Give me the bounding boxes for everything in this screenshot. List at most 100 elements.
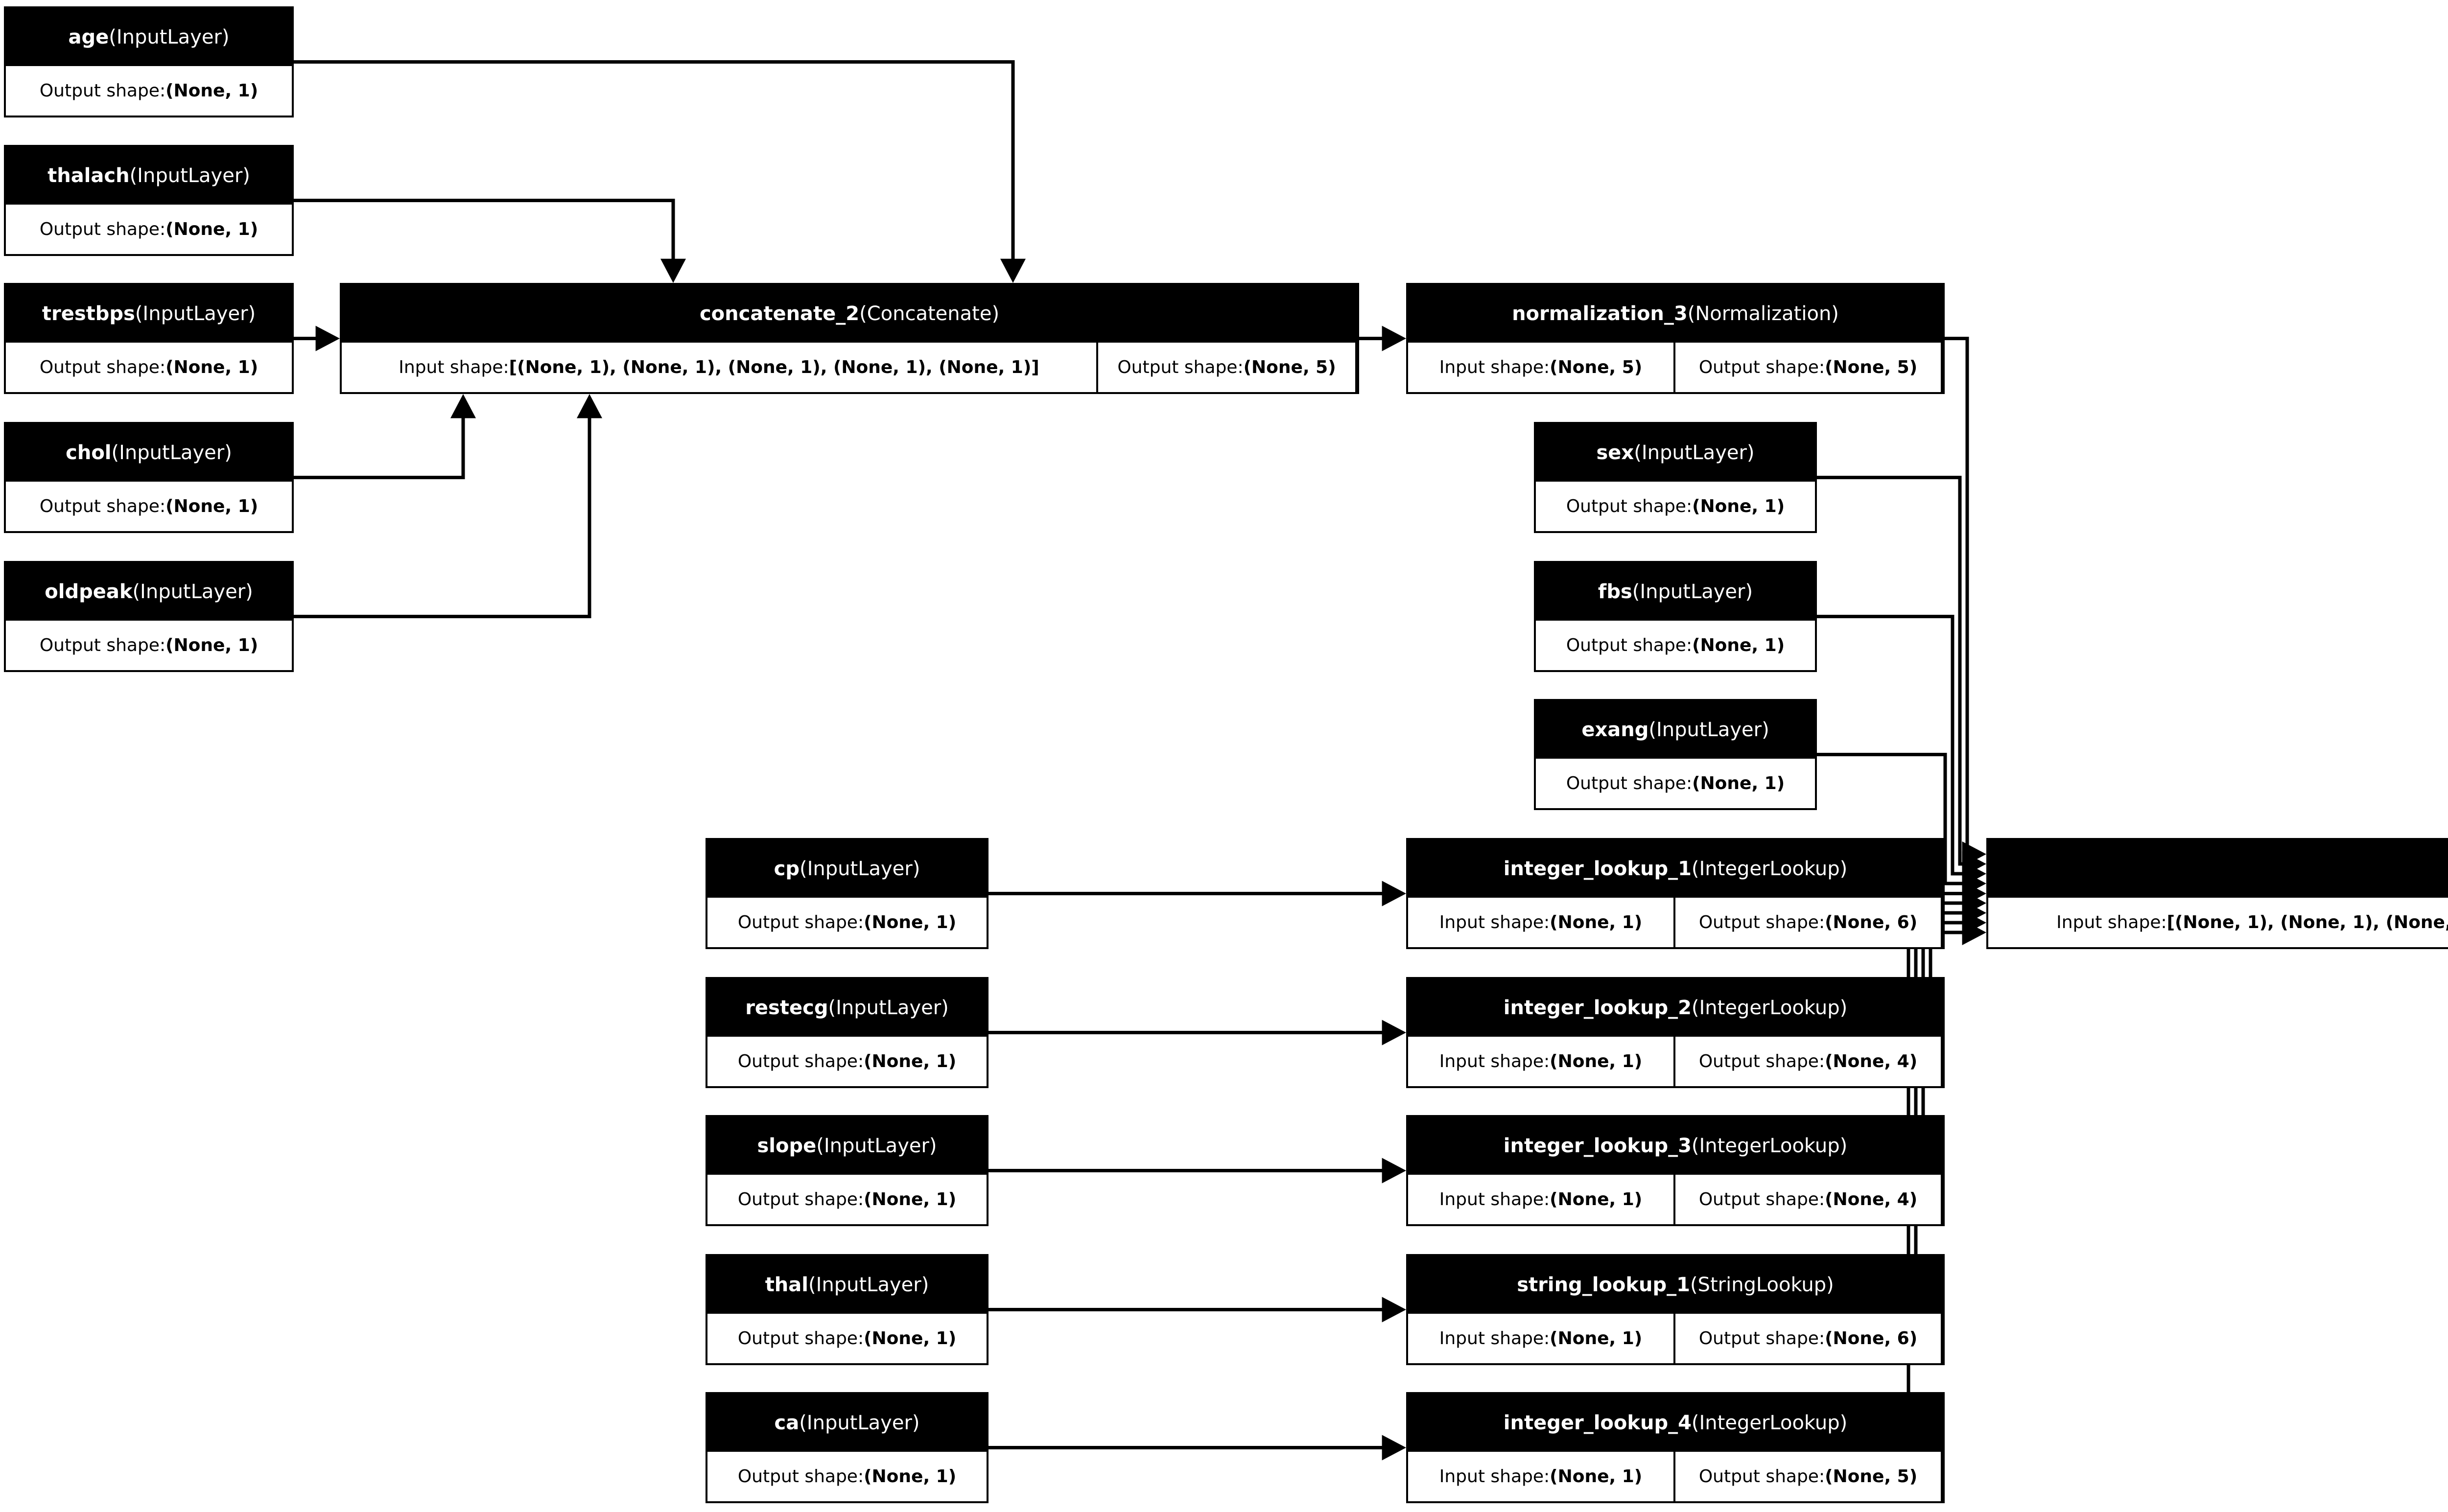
input-shape-cell-integer_lookup_3: Input shape:(None, 1) bbox=[1408, 1175, 1673, 1224]
output-shape-label: Output shape: bbox=[1698, 1051, 1825, 1071]
layer-shape-row-thal: Output shape:(None, 1) bbox=[707, 1314, 987, 1363]
input-shape-cell-string_lookup_1: Input shape:(None, 1) bbox=[1408, 1314, 1673, 1363]
layer-name: concatenate_2 bbox=[699, 302, 860, 325]
output-shape-cell-thal: Output shape:(None, 1) bbox=[707, 1314, 987, 1363]
edge-arrowhead bbox=[1962, 920, 1986, 945]
layer-node-thalach[interactable]: thalach(InputLayer)Output shape:(None, 1… bbox=[4, 145, 294, 256]
layer-title-oldpeak: oldpeak(InputLayer) bbox=[6, 563, 292, 621]
layer-shape-row-thalach: Output shape:(None, 1) bbox=[6, 205, 292, 254]
layer-title-concatenate_3: concatenate_3(Concatenate) bbox=[1988, 840, 2448, 898]
layer-node-ca[interactable]: ca(InputLayer)Output shape:(None, 1) bbox=[706, 1392, 989, 1503]
edge-sex-to-concatenate_3 bbox=[1817, 476, 1986, 877]
output-shape-cell-thalach: Output shape:(None, 1) bbox=[6, 205, 292, 254]
layer-name: chol bbox=[66, 442, 112, 464]
output-shape-value: (None, 5) bbox=[1243, 357, 1336, 377]
edge-concatenate_2-to-normalization_3 bbox=[1359, 326, 1406, 351]
output-shape-cell-integer_lookup_3: Output shape:(None, 4) bbox=[1675, 1175, 1941, 1224]
output-shape-value: (None, 1) bbox=[1692, 496, 1785, 516]
layer-shape-row-integer_lookup_4: Input shape:(None, 1)Output shape:(None,… bbox=[1408, 1452, 1943, 1501]
layer-name: trestbps bbox=[42, 302, 135, 325]
layer-name: exang bbox=[1581, 719, 1649, 741]
layer-name: thalach bbox=[47, 164, 130, 187]
layer-node-slope[interactable]: slope(InputLayer)Output shape:(None, 1) bbox=[706, 1115, 989, 1226]
layer-shape-row-normalization_3: Input shape:(None, 5)Output shape:(None,… bbox=[1408, 343, 1943, 392]
layer-class: (IntegerLookup) bbox=[1691, 858, 1848, 880]
layer-node-concatenate_2[interactable]: concatenate_2(Concatenate)Input shape:[(… bbox=[340, 283, 1359, 394]
layer-name: thal bbox=[765, 1274, 808, 1296]
layer-node-normalization_3[interactable]: normalization_3(Normalization)Input shap… bbox=[1406, 283, 1945, 394]
layer-node-fbs[interactable]: fbs(InputLayer)Output shape:(None, 1) bbox=[1534, 561, 1817, 672]
output-shape-label: Output shape: bbox=[737, 912, 864, 932]
edge-line bbox=[1945, 337, 1970, 856]
output-shape-cell-exang: Output shape:(None, 1) bbox=[1536, 759, 1815, 808]
edge-line bbox=[294, 418, 465, 479]
input-shape-label: Input shape: bbox=[1439, 1466, 1550, 1487]
edge-line bbox=[1817, 615, 1970, 876]
output-shape-label: Output shape: bbox=[1117, 357, 1244, 377]
layer-shape-row-integer_lookup_1: Input shape:(None, 1)Output shape:(None,… bbox=[1408, 898, 1943, 947]
edge-arrowhead bbox=[1962, 851, 1986, 877]
layer-title-thal: thal(InputLayer) bbox=[707, 1256, 987, 1314]
edge-arrowhead bbox=[1962, 871, 1986, 896]
layer-name: integer_lookup_4 bbox=[1503, 1412, 1692, 1434]
layer-node-exang[interactable]: exang(InputLayer)Output shape:(None, 1) bbox=[1534, 699, 1817, 810]
layer-class: (InputLayer) bbox=[799, 1412, 920, 1434]
layer-name: normalization_3 bbox=[1512, 302, 1688, 325]
layer-name: oldpeak bbox=[45, 581, 133, 603]
input-shape-value: (None, 5) bbox=[1550, 357, 1643, 377]
output-shape-value: (None, 1) bbox=[1692, 773, 1785, 793]
layer-title-exang: exang(InputLayer) bbox=[1536, 701, 1815, 759]
layer-title-integer_lookup_4: integer_lookup_4(IntegerLookup) bbox=[1408, 1394, 1943, 1452]
edge-arrowhead bbox=[1382, 881, 1406, 907]
layer-name: cp bbox=[774, 858, 800, 880]
layer-name: string_lookup_1 bbox=[1517, 1274, 1690, 1296]
layer-shape-row-integer_lookup_3: Input shape:(None, 1)Output shape:(None,… bbox=[1408, 1175, 1943, 1224]
output-shape-cell-restecg: Output shape:(None, 1) bbox=[707, 1037, 987, 1086]
layer-node-integer_lookup_4[interactable]: integer_lookup_4(IntegerLookup)Input sha… bbox=[1406, 1392, 1945, 1503]
layer-node-trestbps[interactable]: trestbps(InputLayer)Output shape:(None, … bbox=[4, 283, 294, 394]
edge-arrowhead bbox=[1962, 861, 1986, 886]
layer-node-integer_lookup_3[interactable]: integer_lookup_3(IntegerLookup)Input sha… bbox=[1406, 1115, 1945, 1226]
edge-arrowhead bbox=[1382, 1435, 1406, 1461]
layer-node-string_lookup_1[interactable]: string_lookup_1(StringLookup)Input shape… bbox=[1406, 1254, 1945, 1365]
output-shape-value: (None, 1) bbox=[864, 1189, 957, 1210]
layer-class: (InputLayer) bbox=[1632, 581, 1753, 603]
layer-shape-row-integer_lookup_2: Input shape:(None, 1)Output shape:(None,… bbox=[1408, 1037, 1943, 1086]
input-shape-value: (None, 1) bbox=[1550, 1189, 1643, 1210]
layer-node-chol[interactable]: chol(InputLayer)Output shape:(None, 1) bbox=[4, 422, 294, 533]
output-shape-value: (None, 1) bbox=[165, 81, 259, 101]
edge-string_lookup_1-to-concatenate_3 bbox=[1914, 910, 1986, 1311]
layer-title-cp: cp(InputLayer) bbox=[707, 840, 987, 898]
edge-arrowhead bbox=[1000, 258, 1026, 283]
output-shape-value: (None, 4) bbox=[1825, 1189, 1918, 1210]
edge-restecg-to-integer_lookup_2 bbox=[989, 1020, 1406, 1046]
layer-node-cp[interactable]: cp(InputLayer)Output shape:(None, 1) bbox=[706, 838, 989, 949]
layer-shape-row-restecg: Output shape:(None, 1) bbox=[707, 1037, 987, 1086]
output-shape-value: (None, 1) bbox=[165, 219, 259, 239]
layer-shape-row-concatenate_3: Input shape:[(None, 1), (None, 1), (None… bbox=[1988, 898, 2448, 947]
layer-node-integer_lookup_2[interactable]: integer_lookup_2(IntegerLookup)Input sha… bbox=[1406, 977, 1945, 1088]
edge-line bbox=[294, 199, 675, 259]
edge-normalization_3-to-concatenate_3 bbox=[1945, 337, 1986, 867]
layer-node-concatenate_3[interactable]: concatenate_3(Concatenate)Input shape:[(… bbox=[1986, 838, 2448, 949]
input-shape-cell-integer_lookup_2: Input shape:(None, 1) bbox=[1408, 1037, 1673, 1086]
layer-node-restecg[interactable]: restecg(InputLayer)Output shape:(None, 1… bbox=[706, 977, 989, 1088]
layer-class: (InputLayer) bbox=[808, 1274, 929, 1296]
layer-node-oldpeak[interactable]: oldpeak(InputLayer)Output shape:(None, 1… bbox=[4, 561, 294, 672]
input-shape-label: Input shape: bbox=[1439, 1328, 1550, 1349]
edge-arrowhead bbox=[1962, 900, 1986, 926]
layer-name: integer_lookup_3 bbox=[1503, 1135, 1692, 1157]
output-shape-label: Output shape: bbox=[1698, 1189, 1825, 1210]
layer-node-integer_lookup_1[interactable]: integer_lookup_1(IntegerLookup)Input sha… bbox=[1406, 838, 1945, 949]
edge-thal-to-string_lookup_1 bbox=[989, 1297, 1406, 1323]
layer-class: (InputLayer) bbox=[1634, 442, 1755, 464]
layer-shape-row-string_lookup_1: Input shape:(None, 1)Output shape:(None,… bbox=[1408, 1314, 1943, 1363]
edge-arrowhead bbox=[450, 394, 476, 419]
layer-node-age[interactable]: age(InputLayer)Output shape:(None, 1) bbox=[4, 6, 294, 117]
layer-shape-row-age: Output shape:(None, 1) bbox=[6, 66, 292, 116]
layer-node-thal[interactable]: thal(InputLayer)Output shape:(None, 1) bbox=[706, 1254, 989, 1365]
edge-ca-to-integer_lookup_4 bbox=[989, 1435, 1406, 1461]
layer-class: (InputLayer) bbox=[1648, 719, 1769, 741]
layer-node-sex[interactable]: sex(InputLayer)Output shape:(None, 1) bbox=[1534, 422, 1817, 533]
layer-name: ca bbox=[774, 1412, 800, 1434]
